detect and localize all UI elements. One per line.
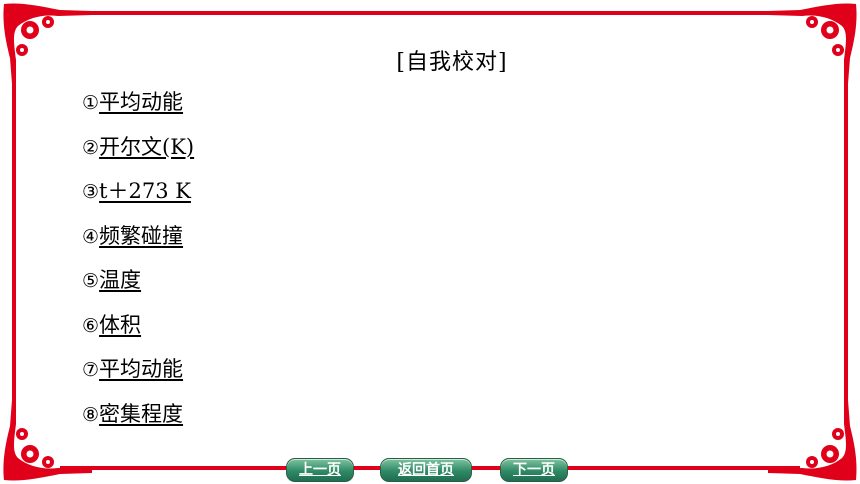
answer-number: ⑧ (82, 403, 100, 426)
page-title: [自我校对] (0, 44, 860, 76)
answer-item-4: ④频繁碰撞 (82, 222, 194, 267)
frame-left-border (12, 60, 16, 424)
frame-right-border (844, 60, 848, 424)
answer-text: 体积 (99, 312, 142, 337)
corner-ornament-icon (768, 3, 857, 85)
corner-ornament-icon (768, 400, 857, 481)
answer-text: 密集程度 (99, 401, 184, 426)
answer-text: 温度 (99, 268, 142, 292)
answer-number: ① (82, 92, 100, 114)
answer-item-5: ⑤温度 (82, 266, 194, 311)
answer-item-3: ③t＋273 K (82, 177, 194, 222)
answer-number: ④ (82, 225, 100, 248)
nav-bar: 上一页 返回首页 下一页 (282, 458, 582, 482)
page-title-text: [自我校对] (396, 50, 508, 75)
home-button[interactable]: 返回首页 (380, 458, 472, 482)
answer-text: t＋273 K (99, 179, 191, 203)
prev-page-button[interactable]: 上一页 (286, 458, 354, 482)
answer-number: ⑤ (82, 270, 100, 292)
frame-top-border (60, 11, 800, 15)
answer-text: 平均动能 (99, 357, 184, 381)
answer-number: ② (82, 136, 100, 159)
next-page-label: 下一页 (513, 462, 555, 478)
answer-text: 开尔文(K) (99, 134, 195, 159)
prev-page-label: 上一页 (299, 462, 341, 478)
answer-list: ①平均动能 ②开尔文(K) ③t＋273 K ④频繁碰撞 ⑤温度 ⑥体积 ⑦平均… (82, 88, 194, 444)
answer-text: 平均动能 (99, 90, 184, 114)
answer-item-6: ⑥体积 (82, 311, 194, 356)
answer-item-1: ①平均动能 (82, 88, 194, 133)
answer-number: ③ (82, 181, 100, 203)
answer-item-8: ⑧密集程度 (82, 400, 194, 445)
answer-number: ⑦ (82, 359, 100, 381)
next-page-button[interactable]: 下一页 (500, 458, 568, 482)
corner-ornament-icon (3, 3, 93, 85)
answer-number: ⑥ (82, 314, 100, 337)
home-label: 返回首页 (398, 462, 454, 478)
answer-item-2: ②开尔文(K) (82, 133, 194, 178)
corner-ornament-icon (3, 400, 93, 481)
answer-item-7: ⑦平均动能 (82, 355, 194, 400)
answer-text: 频繁碰撞 (99, 223, 184, 248)
